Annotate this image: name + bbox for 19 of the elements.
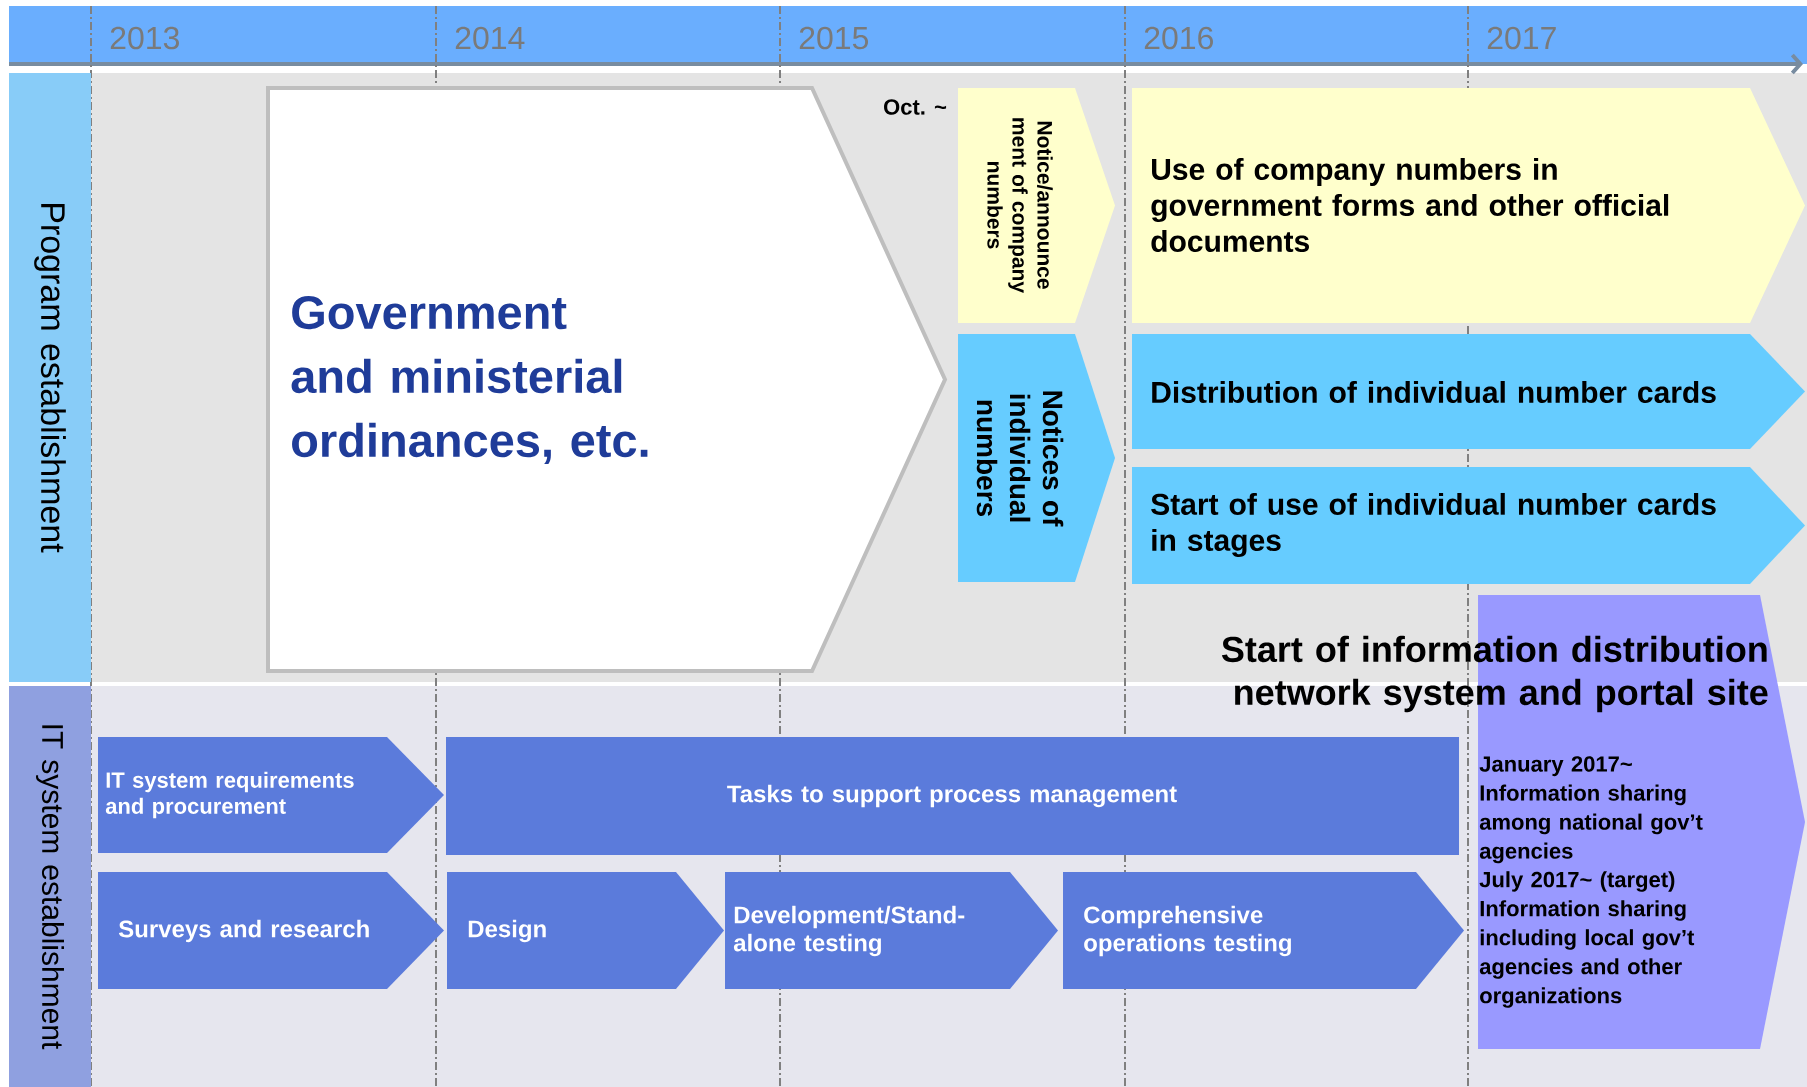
band-label: Program establishment [9, 73, 91, 682]
year-label: 2013 [110, 26, 179, 50]
year-label: 2015 [799, 26, 869, 50]
year-label: 2017 [1487, 26, 1556, 50]
chevron-box: Start of use of individual number cards in stages [1132, 467, 1805, 584]
chevron-box: Development/Stand- alone testing [725, 872, 1058, 989]
chevron-box: Notices of individual numbers [958, 334, 1115, 582]
chevron-box: Comprehensive operations testing [1063, 872, 1464, 989]
chevron-box: Distribution of individual number cards [1132, 334, 1805, 449]
process-bar: Tasks to support process management [446, 737, 1459, 855]
band-label: IT system establishment [9, 686, 91, 1087]
year-label: 2016 [1144, 26, 1213, 50]
chevron-box: Use of company numbers in government forms and other official documents [1132, 88, 1805, 323]
date-label: Oct. ~ [884, 99, 947, 115]
chevron-box: Notice/announce ment of company numbers [958, 88, 1115, 323]
chevron-box: Design [447, 872, 724, 989]
year-label: 2014 [455, 26, 525, 50]
chevron-box: Surveys and research [98, 872, 444, 989]
chevron-box: IT system requirements and procurement [98, 737, 444, 853]
